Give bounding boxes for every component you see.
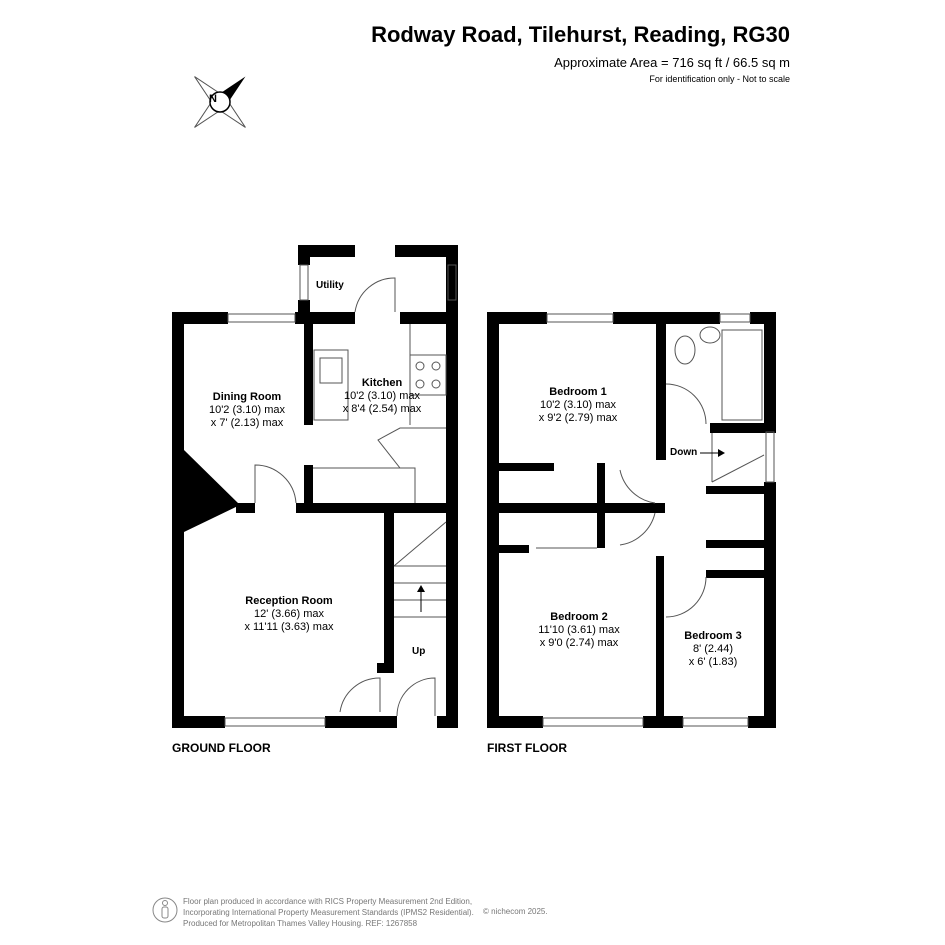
room-dining-room: Dining Room 10'2 (3.10) max x 7' (2.13) … — [209, 391, 285, 430]
ground-floor-walls — [172, 245, 458, 728]
room-reception-room: Reception Room 12' (3.66) max x 11'11 (3… — [244, 595, 333, 634]
room-dimension: x 9'0 (2.74) max — [539, 637, 619, 649]
room-name: Bedroom 2 — [550, 611, 608, 623]
ground-floor-label: GROUND FLOOR — [172, 741, 271, 755]
room-bedroom-1: Bedroom 1 10'2 (3.10) max x 9'2 (2.79) m… — [539, 386, 618, 425]
first-floor-walls — [487, 312, 776, 728]
first-floor-label: FIRST FLOOR — [487, 741, 567, 755]
room-bedroom-2: Bedroom 2 11'10 (3.61) max x 9'0 (2.74) … — [538, 611, 619, 650]
room-name: Dining Room — [212, 391, 282, 403]
room-dimension: 10'2 (3.10) max — [343, 390, 421, 402]
room-dimension: x 7' (2.13) max — [210, 417, 284, 429]
footer-line: Floor plan produced in accordance with R… — [183, 897, 473, 906]
room-name: Reception Room — [245, 595, 333, 607]
room-name: Kitchen — [361, 377, 403, 389]
copyright: © nichecom 2025. — [483, 907, 548, 916]
person-logo-icon — [152, 897, 178, 923]
footer-line: Produced for Metropolitan Thames Valley … — [183, 919, 418, 928]
room-dimension: x 8'4 (2.54) max — [342, 403, 422, 415]
disclaimer: For identification only - Not to scale — [649, 74, 790, 84]
room-dimension: x 6' (1.83) — [688, 656, 738, 668]
compass-icon — [194, 76, 246, 128]
stairs-up-label: Up — [412, 646, 426, 657]
room-dimension: 10'2 (3.10) max — [539, 399, 617, 411]
room-dimension: 8' (2.44) — [692, 643, 733, 655]
room-name: Bedroom 1 — [549, 386, 607, 398]
room-kitchen: Kitchen 10'2 (3.10) max x 8'4 (2.54) max — [343, 377, 422, 416]
room-dimension: 11'10 (3.61) max — [538, 624, 620, 636]
property-title: Rodway Road, Tilehurst, Reading, RG30 — [371, 22, 790, 47]
utility-label: Utility — [316, 280, 344, 291]
stairs-down-label: Down — [670, 447, 698, 458]
footer-text: Floor plan produced in accordance with R… — [183, 896, 474, 929]
room-bedroom-3: Bedroom 3 8' (2.44) x 6' (1.83) — [684, 630, 741, 669]
first-floor-fixtures — [536, 313, 775, 727]
room-dimension: x 11'11 (3.63) max — [244, 621, 334, 633]
approximate-area: Approximate Area = 716 sq ft / 66.5 sq m — [554, 55, 790, 70]
room-name: Bedroom 3 — [684, 630, 742, 642]
up-arrow-icon — [417, 585, 425, 612]
room-dimension: 10'2 (3.10) max — [208, 404, 286, 416]
room-dimension: 12' (3.66) max — [254, 608, 324, 620]
ground-floor-fixtures — [224, 264, 457, 727]
footer-line: Incorporating International Property Mea… — [183, 908, 474, 917]
down-arrow-icon — [700, 449, 725, 457]
room-dimension: x 9'2 (2.79) max — [538, 412, 618, 424]
compass-north-label: N — [209, 93, 217, 105]
